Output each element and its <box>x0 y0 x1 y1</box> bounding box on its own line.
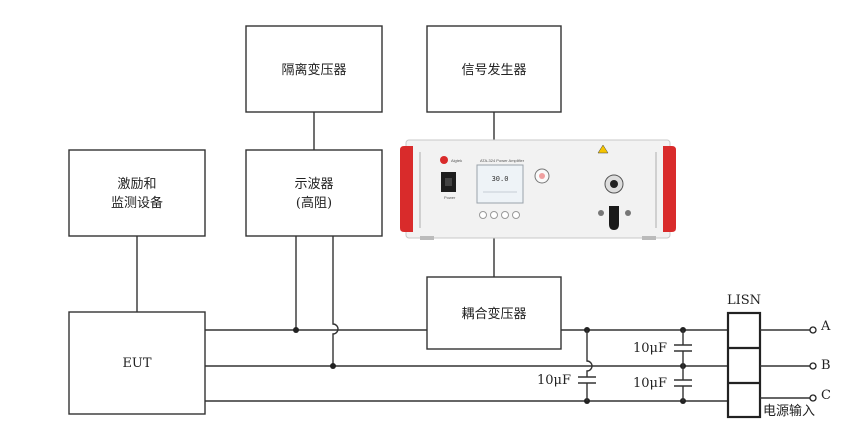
panel-key-icon <box>501 211 509 219</box>
lisn-box <box>726 311 762 419</box>
isolation-transformer-box <box>245 25 383 113</box>
capacitor-c1-lead-top <box>586 330 593 377</box>
amplifier-bezel <box>655 152 657 228</box>
power-label: Power <box>444 195 456 200</box>
panel-key-icon <box>512 211 520 219</box>
oscilloscope-label-2: (高阻) <box>296 195 332 211</box>
bnc-input-icon <box>598 210 604 216</box>
stimulus-monitor-box <box>68 149 206 237</box>
warning-icon <box>597 144 609 154</box>
screen-readout: 30.0 <box>492 175 509 183</box>
junction-dot <box>293 327 299 333</box>
amplifier-foot <box>642 236 656 240</box>
panel-key-icon <box>490 211 498 219</box>
amplifier-screen <box>476 164 524 204</box>
oscilloscope-box <box>245 149 383 237</box>
isolation-transformer-label: 隔离变压器 <box>281 62 346 78</box>
terminal-a-icon <box>809 326 817 334</box>
scope-probe-b-wire <box>332 236 339 366</box>
right-handle-icon <box>663 146 676 232</box>
left-handle-icon <box>400 146 413 232</box>
amplifier-brand: Aigtek <box>451 158 462 163</box>
capacitor-c3-label: 10μF <box>633 376 667 391</box>
lisn-label: LISN <box>727 293 761 308</box>
amplifier-foot <box>420 236 434 240</box>
coupling-transformer-label: 耦合变压器 <box>461 306 526 322</box>
output-plug-icon <box>609 206 619 230</box>
terminal-a-label: A <box>820 319 831 334</box>
power-input-label: 电源输入 <box>763 403 815 419</box>
signal-generator-label: 信号发生器 <box>461 62 526 78</box>
power-switch-rocker <box>445 178 452 186</box>
capacitor-c1-label: 10μF <box>537 373 571 388</box>
oscilloscope-label-1: 示波器 <box>294 177 333 192</box>
control-knob-center <box>539 173 545 179</box>
amplifier-bezel <box>419 152 421 228</box>
signal-generator-box <box>426 25 562 113</box>
terminal-b-icon <box>809 362 817 370</box>
capacitor-c2-label: 10μF <box>633 341 667 356</box>
junction-dot <box>330 363 336 369</box>
terminal-c-label: C <box>821 388 831 403</box>
stimulus-monitor-label-1: 激励和 <box>117 177 156 192</box>
terminal-c-icon <box>809 394 817 402</box>
bnc-monitor-icon <box>625 210 631 216</box>
terminal-b-label: B <box>821 358 831 373</box>
power-amplifier-image: Aigtek ATA-324 Power Amplifier Power 30.… <box>400 139 676 240</box>
output-connector-core <box>610 180 618 188</box>
eut-label: EUT <box>122 356 151 371</box>
eut-box <box>68 311 206 415</box>
panel-key-icon <box>479 211 487 219</box>
amplifier-model: ATA-324 Power Amplifier <box>480 158 525 163</box>
stimulus-monitor-label-2: 监测设备 <box>111 195 163 211</box>
brand-logo-icon <box>440 156 448 164</box>
